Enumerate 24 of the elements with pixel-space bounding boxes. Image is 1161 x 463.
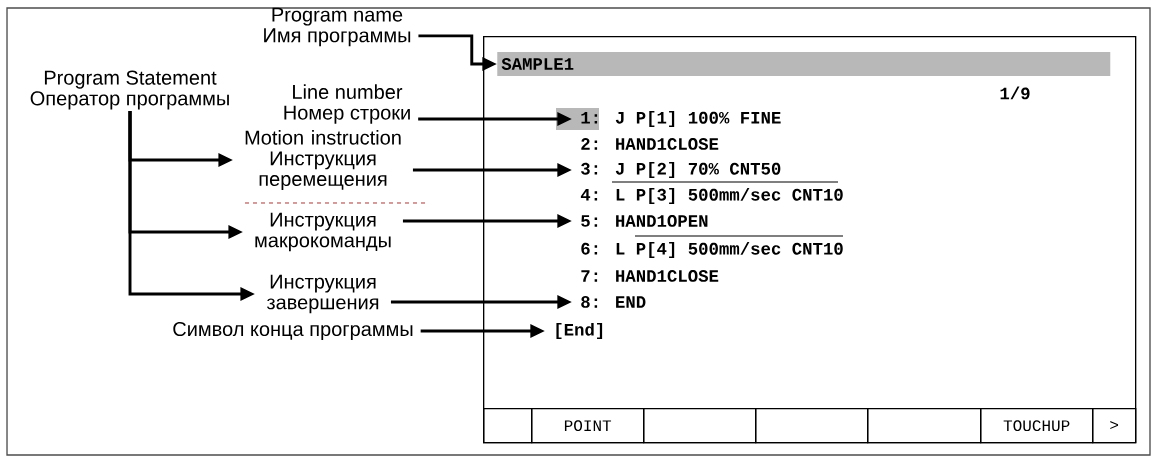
softkey-cell	[643, 408, 757, 444]
callout-text: Инструкция завершения	[266, 274, 379, 314]
title-bar: SAMPLE1	[497, 52, 1111, 76]
callout-text: Program name Имя программы	[264, 7, 411, 47]
program-line: 1: J P[1] 100% FINE	[581, 110, 781, 128]
callout-text: Motion instruction Инструкция перемещения	[245, 130, 401, 190]
program-line: 7: HAND1CLOSE	[581, 270, 719, 282]
softkey-cell	[483, 408, 533, 444]
callout-text: Инструкция макрокоманды	[255, 212, 391, 252]
program-line: 5: HAND1OPEN	[581, 215, 844, 237]
program-line: 4: L P[3] 500mm/sec CNT10	[580, 187, 843, 205]
callout-text: Line number Номер строки	[284, 84, 410, 124]
softkey-cell: POINT	[531, 408, 645, 444]
callout-text: Символ конца программы	[173, 321, 413, 341]
program-line: [End]	[556, 322, 603, 340]
softkey-cell	[867, 408, 982, 444]
softkey-cell: TOUCHUP	[980, 408, 1094, 444]
program-line: 6: L P[4] 500mm/sec CNT10	[581, 241, 843, 259]
softkey-cell	[755, 408, 869, 444]
program-line: 2: HAND1CLOSE	[581, 138, 719, 150]
program-line: 8: END	[581, 296, 646, 308]
program-line: 3: J P[2] 70% CNT50	[581, 161, 839, 183]
softkey-cell: >	[1092, 408, 1137, 444]
callout-text: Program Statement Оператор программы	[30, 70, 229, 110]
